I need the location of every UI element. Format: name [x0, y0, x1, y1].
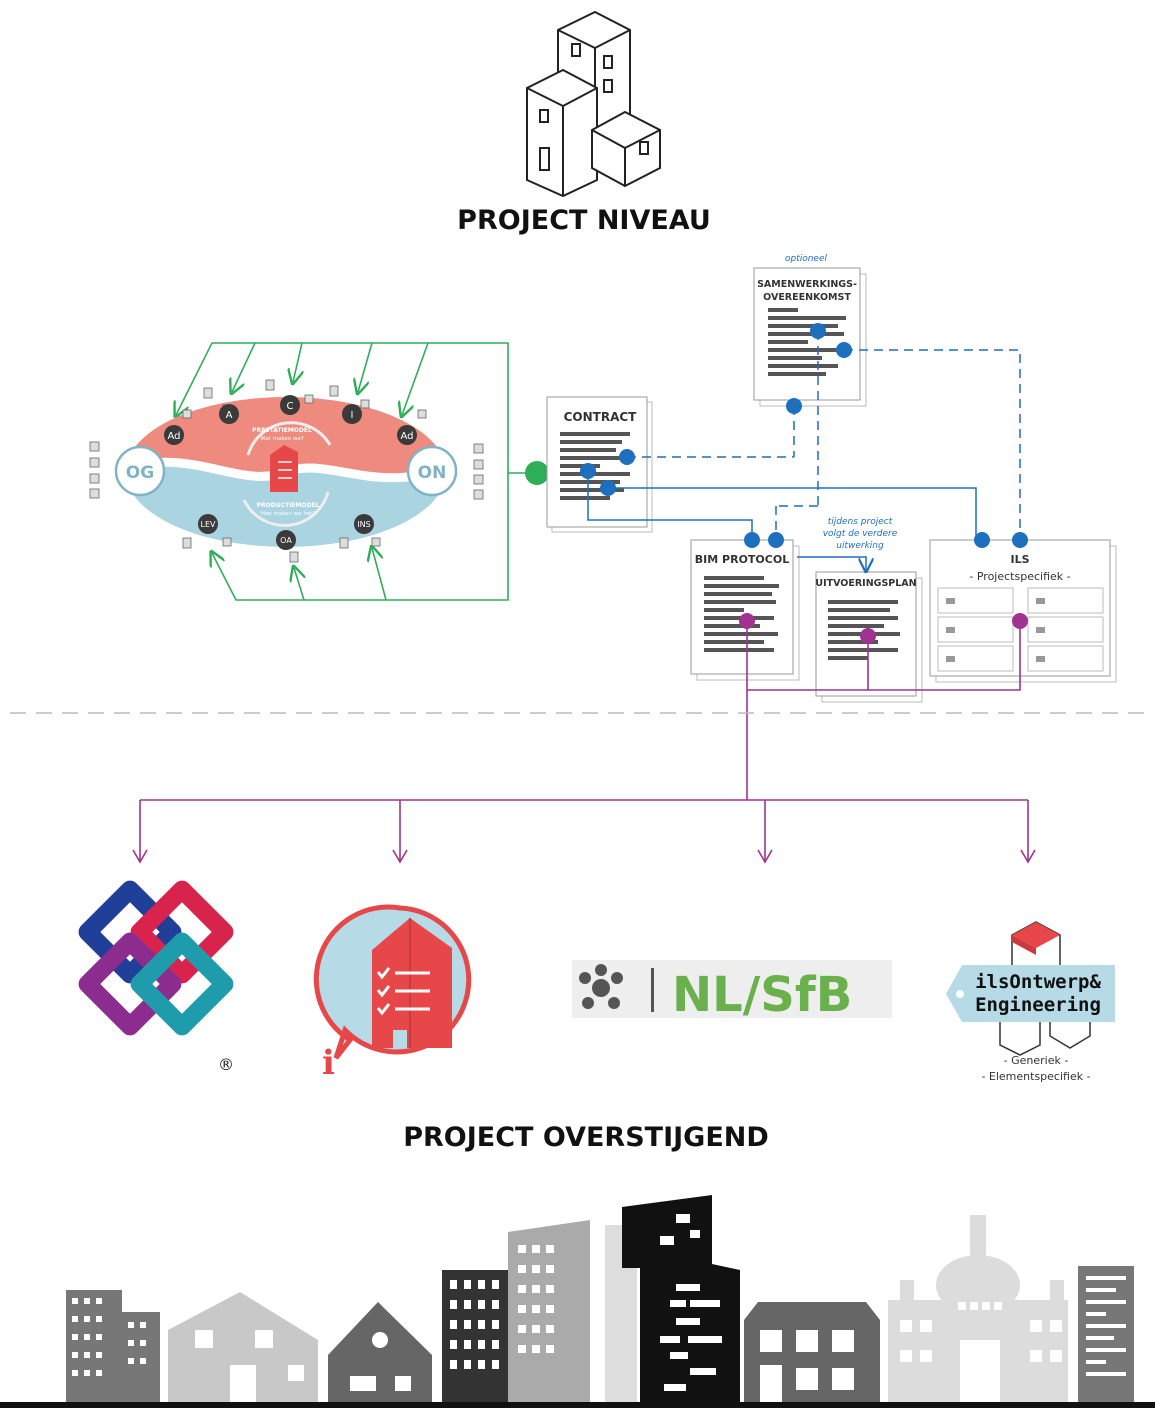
- ils-logo-line2: Engineering: [975, 994, 1101, 1016]
- ils-doc-title: ILS: [1010, 553, 1029, 566]
- on-circle: [406, 445, 458, 497]
- productiemodel-sub: Hoe maken we het?: [261, 511, 316, 517]
- node-c: C: [287, 401, 294, 412]
- node-lev: LEV: [201, 520, 217, 529]
- og-label: OG: [126, 463, 154, 483]
- contract-title: CONTRACT: [564, 410, 638, 424]
- info-building-logo: [313, 904, 472, 1060]
- node-ins: INS: [357, 520, 370, 529]
- prestatie-productie-model: PRESTATIEMODEL Wat maken we? PRODUCTIEMO…: [89, 379, 484, 563]
- productiemodel-label: PRODUCTIEMODEL: [257, 502, 320, 509]
- building-checklist-icon: [270, 445, 298, 492]
- node-oa: OA: [280, 536, 292, 545]
- green-connector-lines: [176, 342, 537, 601]
- uitvoeringsplan-title: UITVOERINGSPLAN: [815, 578, 916, 589]
- ils-logo-line1: ilsOntwerp&: [975, 971, 1101, 993]
- ils-doc-sub: - Projectspecifiek -: [969, 570, 1070, 583]
- ifc-logo: [78, 880, 234, 1036]
- node-ad-left: Ad: [167, 431, 180, 442]
- info-letter: i: [322, 1043, 335, 1083]
- ifc-registered-mark: ®: [218, 1055, 234, 1074]
- tijdens-note-2: volgt de verdere: [823, 529, 898, 539]
- ground-line: [0, 1402, 1155, 1408]
- project-overstijgend-heading: PROJECT OVERSTIJGEND: [403, 1122, 769, 1153]
- green-connector-dot: [525, 461, 549, 485]
- project-building-icon: [526, 10, 661, 198]
- samenwerking-title-2: OVEREENKOMST: [763, 292, 851, 303]
- purple-connector-dots: [739, 613, 1028, 644]
- optioneel-note: optioneel: [785, 254, 828, 264]
- tijdens-note-3: uitwerking: [836, 541, 884, 551]
- ils-logo-sub1: - Generiek -: [1004, 1054, 1069, 1067]
- prestatiemodel-label: PRESTATIEMODEL: [252, 427, 312, 434]
- node-i: I: [351, 410, 354, 421]
- city-skyline: [0, 1195, 1155, 1408]
- ils-projectspecifiek-document: ILS - Projectspecifiek -: [929, 539, 1117, 683]
- nlsfb-logo: NL/SfB: [572, 960, 892, 1023]
- project-niveau-heading: PROJECT NIVEAU: [457, 205, 711, 236]
- on-label: ON: [418, 463, 447, 483]
- bim-protocol-document: BIM PROTOCOL: [690, 539, 800, 681]
- purple-connector-lines: [132, 621, 1036, 864]
- nlsfb-text: NL/SfB: [672, 967, 852, 1023]
- ils-logo-sub2: - Elementspecifiek -: [981, 1070, 1090, 1083]
- samenwerking-title-1: SAMENWERKINGS-: [757, 279, 857, 290]
- blue-connector-dots: [580, 323, 1028, 548]
- ils-ontwerp-logo: ilsOntwerp& Engineering - Generiek - - E…: [946, 921, 1115, 1083]
- contract-document: CONTRACT: [546, 396, 653, 533]
- tijdens-note-1: tijdens project: [828, 517, 893, 527]
- stakeholder-icons: [89, 379, 484, 563]
- blue-connector-lines: [587, 331, 1021, 570]
- og-circle: [114, 445, 166, 497]
- bim-protocol-title: BIM PROTOCOL: [695, 553, 789, 566]
- samenwerkingsovereenkomst-document: optioneel SAMENWERKINGS- OVEREENKOMST: [753, 254, 867, 407]
- prestatiemodel-sub: Wat maken we?: [260, 436, 304, 442]
- node-a: A: [226, 410, 233, 421]
- stakeholder-nodes: Ad A C I Ad LEV OA INS: [164, 395, 417, 550]
- node-ad-right: Ad: [400, 431, 413, 442]
